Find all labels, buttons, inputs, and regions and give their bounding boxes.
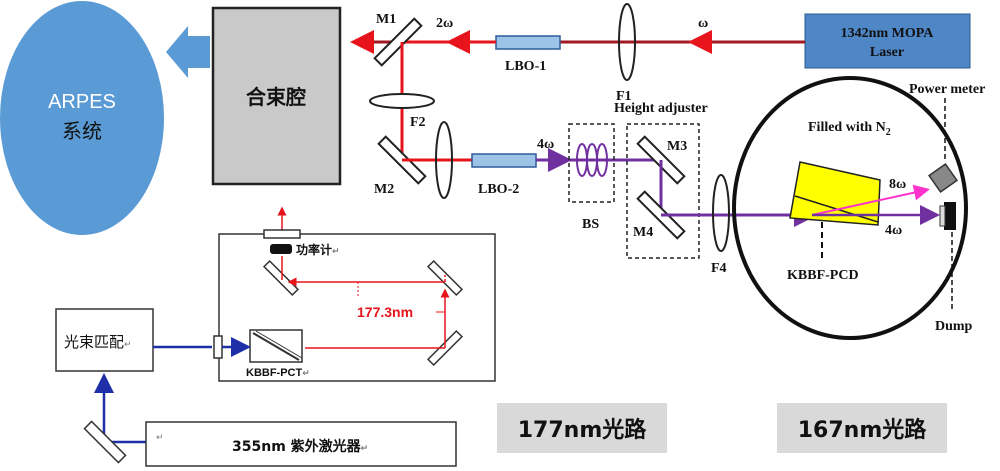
lens-f2 xyxy=(369,93,435,109)
m1-label: M1 xyxy=(376,12,396,27)
lens-f4 xyxy=(712,174,730,252)
caption-167nm: 167nm光路 xyxy=(798,417,928,443)
power-meter-head xyxy=(928,163,958,193)
beam-splitter-box xyxy=(568,123,615,203)
power-meter-cn-label: 功率计↵ xyxy=(296,242,340,257)
eighth-harmonic-beam xyxy=(811,184,930,216)
power-meter-cn-head xyxy=(270,244,292,254)
four-omega-label: 4ω xyxy=(537,137,554,152)
lbo1-crystal xyxy=(495,35,561,50)
arpes-label: ARPES xyxy=(48,91,116,113)
beam-dump xyxy=(944,202,956,230)
caption-177nm: 177nm光路 xyxy=(518,417,648,443)
uv-laser-box xyxy=(145,421,457,467)
m3-label: M3 xyxy=(667,139,687,154)
laser-label-line2: Laser xyxy=(870,45,904,60)
uv-mirror xyxy=(83,420,127,464)
pct-mirror-top-right xyxy=(426,259,464,297)
laser-start-mark: ↵ xyxy=(156,432,164,442)
beam-combining-chamber xyxy=(211,6,342,186)
caption-177nm-box xyxy=(497,403,667,453)
output-window xyxy=(263,229,301,239)
arpes-system xyxy=(0,1,164,235)
f4-label: F4 xyxy=(711,261,727,276)
bs-element-3 xyxy=(596,143,608,177)
mopa-laser xyxy=(804,13,971,69)
eight-omega-label: 8ω xyxy=(889,177,906,192)
power-meter-label: Power meter xyxy=(909,82,985,97)
beam-matching-label: 光束匹配↵ xyxy=(64,333,132,351)
chamber-to-arpes-arrow xyxy=(166,26,210,78)
m4-label: M4 xyxy=(633,225,653,240)
kbbf-pct-diagonal-2 xyxy=(255,330,303,359)
beam-dump-face xyxy=(939,205,946,227)
two-omega-label: 2ω xyxy=(436,16,453,31)
kbbf-pct-diagonal xyxy=(252,332,300,361)
kbbf-pcd-label: KBBF-PCD xyxy=(787,268,859,283)
lens-lbo2-input xyxy=(435,121,453,199)
four-omega-out-label: 4ω xyxy=(885,223,902,238)
kbbf-pcd-crystal xyxy=(789,161,881,226)
chamber-label: 合束腔 xyxy=(246,85,306,109)
wavelength-label: 177.3nm xyxy=(357,304,413,320)
kbbf-pct-label: KBBF-PCT↵ xyxy=(246,367,310,379)
caption-167nm-box xyxy=(777,403,947,453)
height-adjuster-box xyxy=(626,123,700,259)
f1-label: F1 xyxy=(616,89,632,104)
lbo2-label: LBO-2 xyxy=(478,182,519,197)
lens-f1 xyxy=(618,3,636,81)
lbo1-label: LBO-1 xyxy=(505,59,546,74)
m2-label: M2 xyxy=(374,182,394,197)
beam-matching-box xyxy=(55,308,154,372)
arpes-label-cn: 系统 xyxy=(62,119,102,143)
omega-label: ω xyxy=(698,16,708,31)
uv-laser-label: 355nm 紫外激光器↵ xyxy=(232,438,368,455)
laser-label-line1: 1342nm MOPA xyxy=(841,26,935,41)
f2-label: F2 xyxy=(410,115,426,130)
nitrogen-chamber xyxy=(732,76,968,340)
lbo2-crystal xyxy=(471,153,537,168)
bs-label: BS xyxy=(582,217,599,232)
filled-with-label: Filled with N2 xyxy=(808,120,891,138)
entrance-window xyxy=(213,335,223,359)
height-adjuster-label: Height adjuster xyxy=(614,101,708,116)
dump-label: Dump xyxy=(935,319,973,334)
